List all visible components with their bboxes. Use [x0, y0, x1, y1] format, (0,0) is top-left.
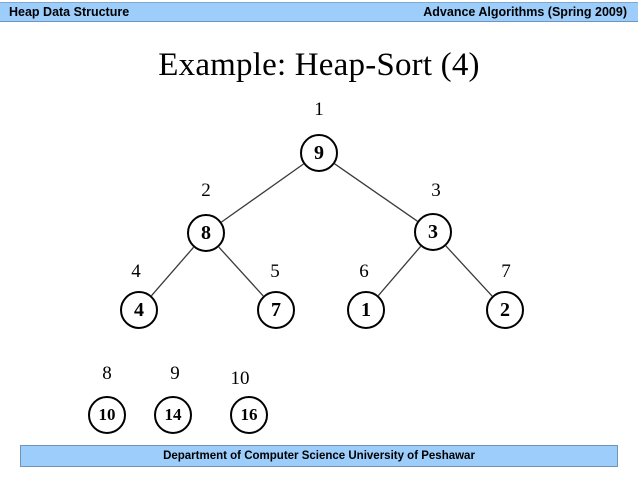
- node-index-label: 5: [270, 261, 280, 282]
- page-title: Example: Heap-Sort (4): [158, 47, 480, 83]
- footer-text: Department of Computer Science Universit…: [163, 450, 475, 462]
- node-index-label: 2: [201, 180, 211, 201]
- tree-node[interactable]: 2: [486, 291, 524, 329]
- tree-node[interactable]: 1: [347, 291, 385, 329]
- header-right-title: Advance Algorithms (Spring 2009): [423, 5, 627, 19]
- node-index-label: 6: [359, 261, 369, 282]
- tree-node[interactable]: 4: [120, 291, 158, 329]
- tree-node[interactable]: 9: [300, 134, 338, 172]
- node-index-label: 10: [230, 368, 250, 389]
- node-value: 2: [500, 298, 510, 321]
- node-index-label: 3: [431, 180, 441, 201]
- slide-header-bar: Heap Data Structure Advance Algorithms (…: [0, 2, 638, 22]
- detached-node[interactable]: 14: [154, 396, 192, 434]
- node-index-label: 7: [501, 261, 511, 282]
- node-value: 4: [134, 298, 144, 321]
- node-value: 10: [98, 405, 116, 424]
- detached-node[interactable]: 16: [230, 396, 268, 434]
- node-index-label: 9: [170, 363, 180, 384]
- node-value: 3: [428, 220, 438, 243]
- node-value: 8: [201, 221, 211, 244]
- header-left-title: Heap Data Structure: [9, 5, 130, 19]
- node-index-label: 4: [131, 261, 141, 282]
- node-value: 7: [271, 298, 281, 321]
- tree-node[interactable]: 8: [187, 214, 225, 252]
- node-index-label: 8: [102, 363, 112, 384]
- node-index-label: 1: [314, 99, 324, 120]
- node-value: 16: [240, 405, 258, 424]
- tree-node[interactable]: 3: [414, 213, 452, 251]
- tree-edge: [334, 163, 418, 222]
- tree-node[interactable]: 7: [257, 291, 295, 329]
- node-value: 9: [314, 141, 324, 164]
- slide-footer-bar: Department of Computer Science Universit…: [20, 445, 618, 467]
- node-value: 1: [361, 298, 371, 321]
- detached-node[interactable]: 10: [88, 396, 126, 434]
- node-value: 14: [164, 405, 182, 424]
